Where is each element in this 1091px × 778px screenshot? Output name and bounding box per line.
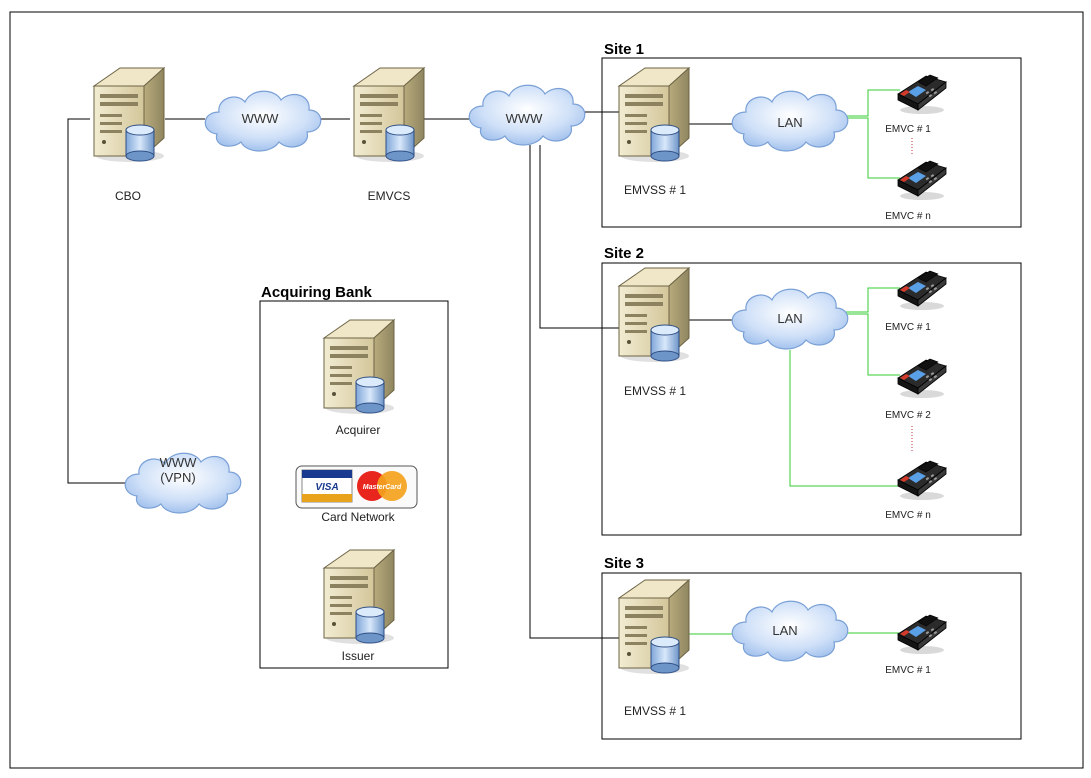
card-network-logos: VISA MasterCard	[295, 465, 418, 509]
acquirer-label: Acquirer	[336, 423, 381, 437]
site-1-box	[601, 57, 1022, 228]
site-1-terminal-label-1: EMVC # 1	[885, 124, 931, 135]
site-2-box	[601, 262, 1022, 536]
site-3-box	[601, 572, 1022, 740]
site-3-emvss-server-icon	[618, 579, 690, 675]
site-1-title: Site 1	[604, 41, 644, 58]
acquiring-bank-box	[259, 300, 449, 669]
site-2-lan-label: LAN	[777, 311, 802, 326]
site-2-emvss-server-icon	[618, 267, 690, 363]
acquirer-server-icon	[323, 319, 395, 415]
site-1-terminal-icon-1	[897, 74, 947, 115]
site-3-title: Site 3	[604, 555, 644, 572]
site-3-server-label: EMVSS # 1	[624, 704, 686, 718]
issuer-label: Issuer	[342, 649, 375, 663]
site-3-lan-label: LAN	[772, 623, 797, 638]
acquiring-bank-title: Acquiring Bank	[261, 284, 373, 301]
visa-logo-text: VISA	[315, 482, 338, 493]
outer-frame	[9, 11, 1084, 769]
site-3-terminal-icon-1	[897, 614, 947, 655]
site-1-terminal-label-n: EMVC # n	[885, 211, 931, 222]
site-1-lan-label: LAN	[777, 115, 802, 130]
site-3-terminal-label-1: EMVC # 1	[885, 665, 931, 676]
site-2-terminal-icon-1	[897, 270, 947, 311]
cbo-server-icon	[93, 67, 165, 163]
www-label-1: WWW	[242, 111, 280, 126]
card-network-label: Card Network	[321, 510, 395, 524]
mastercard-logo-text: MasterCard	[363, 484, 402, 491]
site-2-server-label: EMVSS # 1	[624, 384, 686, 398]
www-vpn-label-line1: WWW	[160, 455, 198, 470]
site-3-group: Site 3 EMVSS # 1 LAN EMVC # 1	[601, 555, 1022, 740]
emvcs-label: EMVCS	[368, 189, 411, 203]
site-2-terminal-label-n: EMVC # n	[885, 510, 931, 521]
site-1-group: Site 1 EMVSS # 1 LAN EMVC # 1 EMVC # n	[601, 41, 1022, 228]
site-2-group: Site 2 EMVSS # 1 LAN EMVC # 1 EMVC # 2 E…	[601, 245, 1022, 536]
site-1-terminal-icon-n	[897, 160, 947, 201]
site-2-terminal-icon-n	[897, 460, 947, 501]
site-2-terminal-label-1: EMVC # 1	[885, 322, 931, 333]
acquiring-bank-group: Acquiring Bank Acquirer VISA MasterCard …	[259, 284, 449, 669]
site-1-server-label: EMVSS # 1	[624, 183, 686, 197]
site-2-title: Site 2	[604, 245, 644, 262]
emvcs-server-icon	[353, 67, 425, 163]
www-vpn-label-line2: (VPN)	[160, 470, 195, 485]
cbo-label: CBO	[115, 189, 141, 203]
site-1-emvss-server-icon	[618, 67, 690, 163]
issuer-server-icon	[323, 549, 395, 645]
site-2-terminal-icon-2	[897, 358, 947, 399]
lan-links	[688, 89, 900, 635]
www-label-2: WWW	[506, 111, 544, 126]
site-2-terminal-label-2: EMVC # 2	[885, 410, 931, 421]
